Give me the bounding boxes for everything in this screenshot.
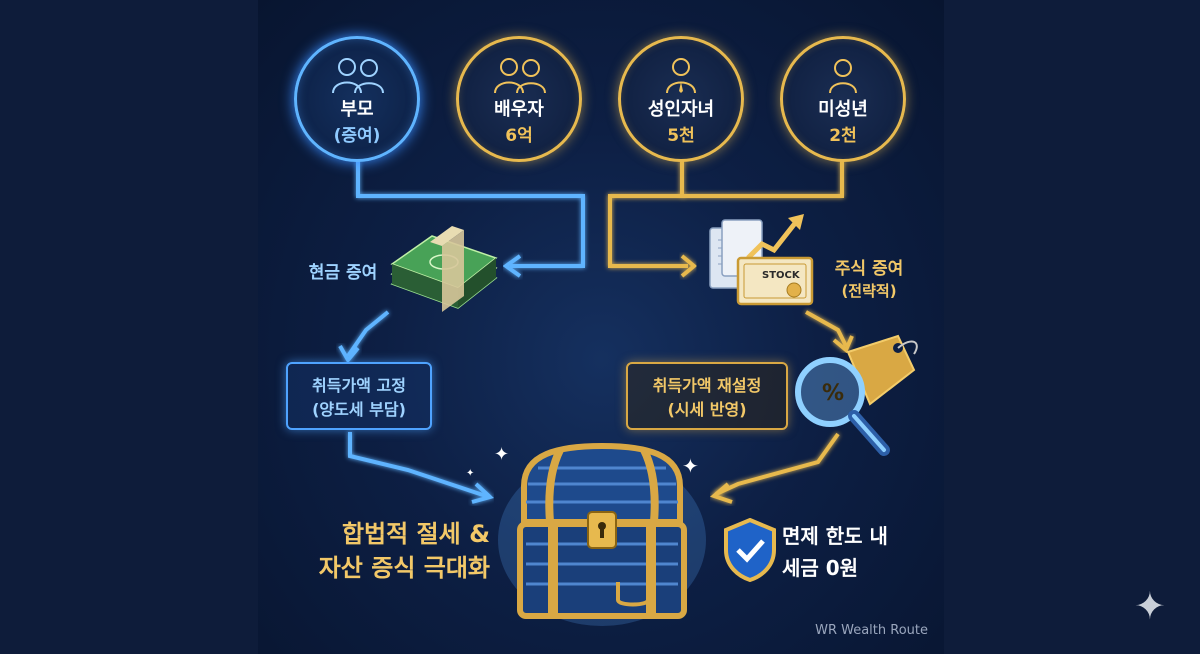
person-icon [661,55,701,95]
reset-basis-line2: (시세 반영) [628,398,786,422]
fixed-basis-line1: 취득가액 고정 [288,374,430,398]
reset-basis-box: 취득가액 재설정 (시세 반영) [626,362,788,430]
stock-certificate-icon: STOCK [702,210,826,314]
reset-basis-line1: 취득가액 재설정 [628,374,786,398]
ai-sparkle-icon: ✦ [1134,584,1166,628]
stock-gift-sub: (전략적) [824,280,914,301]
sparkle-icon: ✦ [466,468,474,479]
sparkle-icon: ✦ [494,444,509,465]
infographic-panel: 부모 (증여) 배우자 6억 성인자녀 5천 미성년 2천 현금 증여 [258,0,944,654]
left-margin [0,0,258,654]
certificate-text: STOCK [762,270,801,281]
fixed-basis-box: 취득가액 고정 (양도세 부담) [286,362,432,430]
fixed-basis-line2: (양도세 부담) [288,398,430,422]
node-minor: 미성년 2천 [780,36,906,162]
node-minor-sub: 2천 [783,121,903,146]
outcome-left-line1: 합법적 절세 & [278,514,490,549]
outcome-right-line2: 세금 0원 [782,552,922,581]
treasure-chest-icon [498,440,706,626]
couple-icon [325,55,389,95]
outcome-left-line2: 자산 증식 극대화 [278,548,490,583]
node-spouse-title: 배우자 [459,95,579,121]
node-spouse: 배우자 6억 [456,36,582,162]
node-adult-child-title: 성인자녀 [621,95,741,121]
shield-check-icon [722,518,778,582]
outcome-right-line1: 면제 한도 내 [782,520,922,549]
node-spouse-sub: 6억 [459,121,579,146]
node-adult-child: 성인자녀 5천 [618,36,744,162]
node-parents-title: 부모 [297,95,417,121]
right-margin [944,0,1200,654]
node-parents-sub: (증여) [297,121,417,146]
cash-stack-icon [388,226,500,318]
brand-watermark: WR Wealth Route [815,623,928,638]
child-icon [823,55,863,95]
sparkle-icon: ✦ [682,454,699,478]
stock-gift-label: 주식 증여 [824,254,914,279]
cash-gift-label: 현금 증여 [288,258,398,283]
node-minor-title: 미성년 [783,95,903,121]
svg-text:%: % [822,381,844,406]
node-parents: 부모 (증여) [294,36,420,162]
node-adult-child-sub: 5천 [621,121,741,146]
couple-icon [487,55,551,95]
magnifier-tag-icon: % [786,330,926,470]
